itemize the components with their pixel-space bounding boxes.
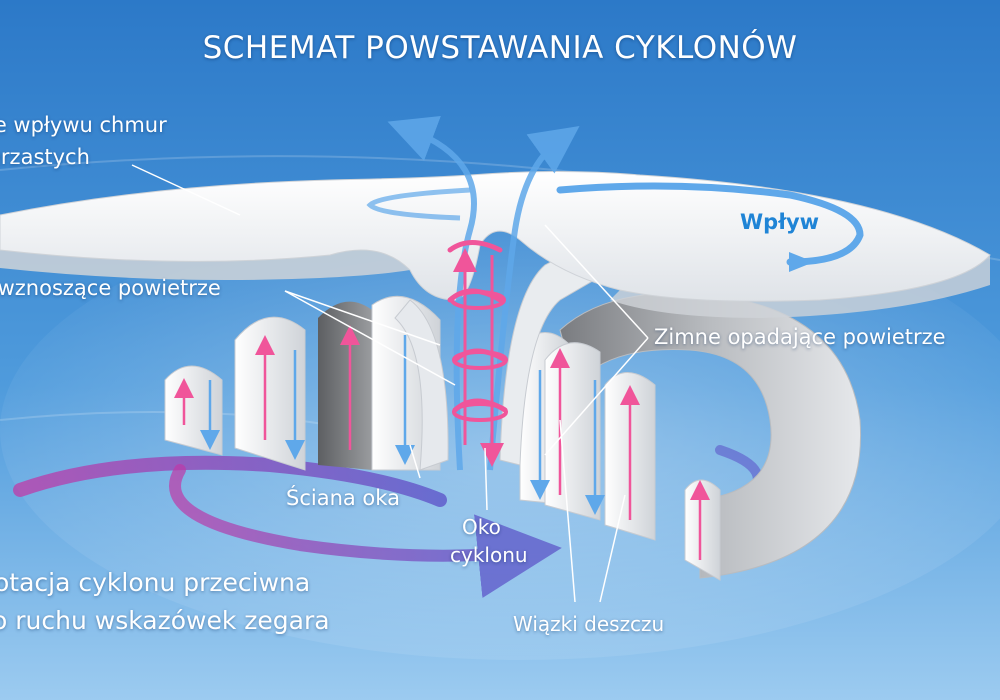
- eye-label-line2: cyklonu: [450, 543, 528, 567]
- inflow-arrow: [366, 182, 864, 272]
- leader-lines: [131, 164, 649, 603]
- inflow-label: Wpływ: [740, 210, 820, 234]
- outflow-label-line2: erzastych: [0, 145, 90, 169]
- eyewall-label: Ściana oka: [286, 486, 400, 510]
- rotation-label-line2: o ruchu wskazówek zegara: [0, 606, 330, 635]
- rotation-label-line1: otacja cyklonu przeciwna: [0, 568, 311, 597]
- sinking-air-label: Zimne opadające powietrze: [654, 325, 946, 349]
- outflow-label-line1: le wpływu chmur: [0, 113, 167, 137]
- anvil-cloud: [0, 171, 991, 318]
- left-rain-bands: [164, 295, 441, 471]
- diagram-title: SCHEMAT POWSTAWANIA CYKLONÓW: [202, 30, 798, 66]
- central-updraft: [387, 115, 580, 471]
- right-rain-bands: [519, 292, 862, 581]
- rising-air-label: e wznoszące powietrze: [0, 276, 221, 300]
- eye-label-line1: Oko: [462, 515, 501, 539]
- rain-bands-label: Wiązki deszczu: [513, 612, 665, 636]
